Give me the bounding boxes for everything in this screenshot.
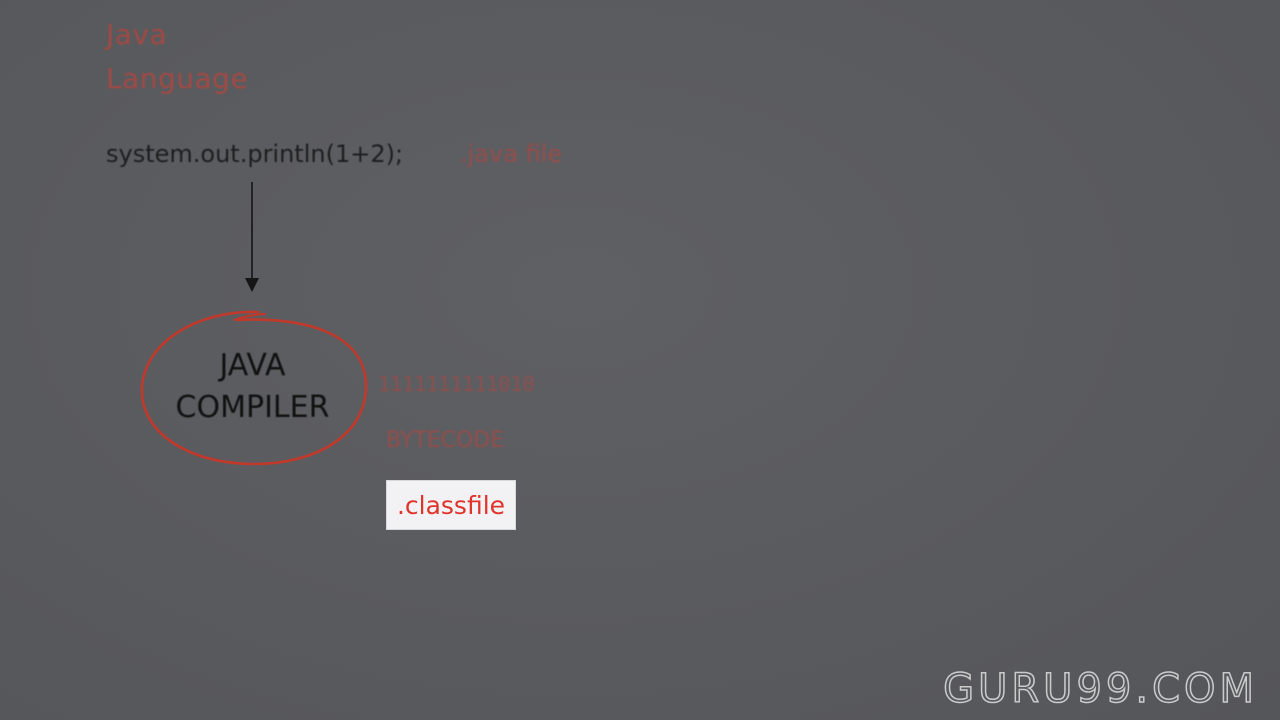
classfile-label: .classfile	[396, 490, 506, 520]
bytecode-label: BYTECODE	[386, 428, 505, 453]
compiler-label-line1: JAVA	[219, 348, 286, 383]
compiler-circle-icon	[140, 310, 368, 466]
site-watermark: GURU99.COM	[942, 665, 1258, 713]
title-java: Java	[106, 18, 168, 51]
compiler-label-line2: COMPILER	[175, 390, 330, 425]
source-code-line: system.out.println(1+2);	[106, 140, 404, 168]
title-language: Language	[106, 62, 249, 95]
down-arrow-icon	[245, 182, 259, 292]
java-file-label: .java file	[460, 140, 563, 168]
compiler-label: JAVA COMPILER	[150, 345, 355, 429]
classfile-card: .classfile	[386, 480, 516, 530]
bytecode-bits: 1111111111010	[378, 372, 535, 396]
